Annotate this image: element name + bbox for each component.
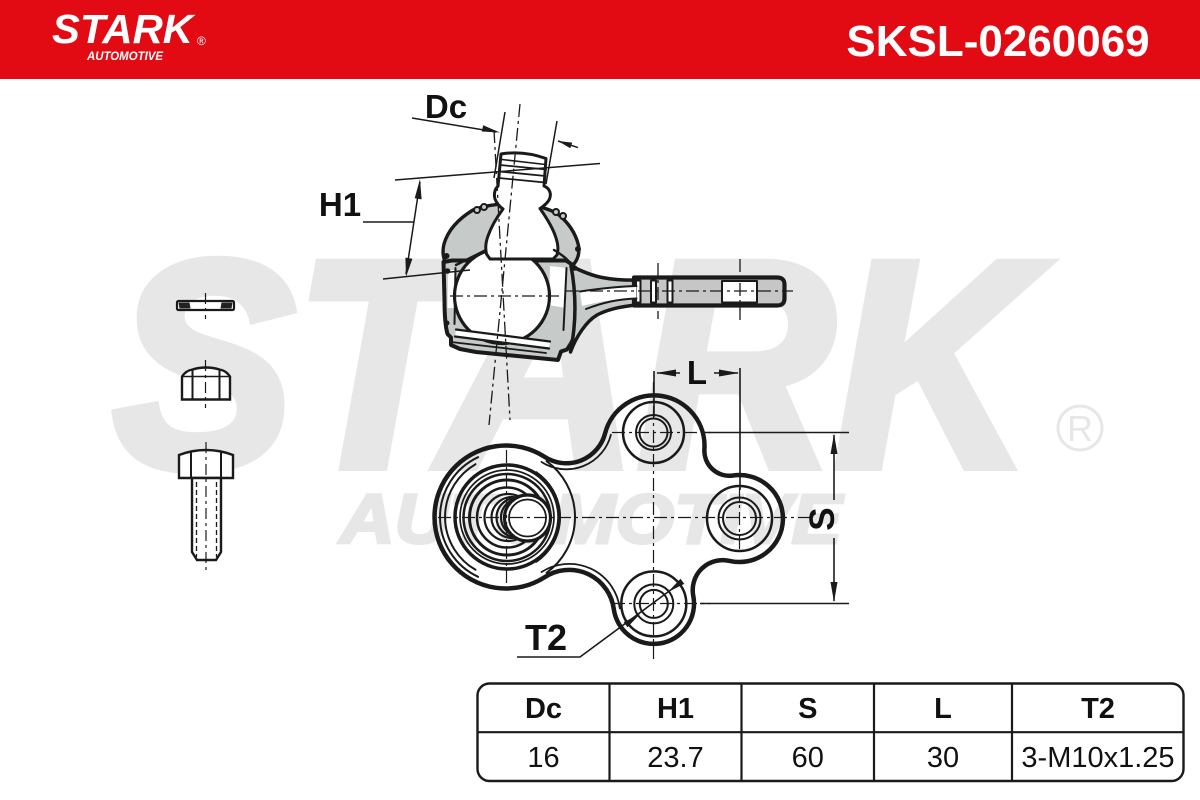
svg-text:3-M10x1.25: 3-M10x1.25 (1021, 742, 1174, 774)
svg-text:STARK: STARK (113, 201, 1051, 529)
svg-text:L: L (934, 693, 952, 725)
svg-text:AUTOMOTIVE: AUTOMOTIVE (338, 480, 845, 558)
svg-text:R: R (1067, 408, 1093, 449)
svg-text:16: 16 (527, 742, 559, 774)
svg-text:T2: T2 (525, 617, 567, 658)
svg-text:STARK: STARK (52, 6, 196, 52)
svg-text:T2: T2 (1081, 693, 1115, 725)
svg-text:S: S (803, 507, 842, 530)
svg-text:AUTOMOTIVE: AUTOMOTIVE (86, 51, 163, 63)
svg-text:23.7: 23.7 (647, 742, 703, 774)
svg-text:L: L (687, 354, 707, 391)
svg-text:S: S (798, 693, 817, 725)
svg-text:Dc: Dc (425, 88, 467, 125)
svg-text:®: ® (197, 34, 206, 48)
svg-text:SKSL-0260069: SKSL-0260069 (846, 17, 1149, 66)
svg-text:60: 60 (792, 742, 824, 774)
svg-text:30: 30 (927, 742, 959, 774)
svg-text:H1: H1 (319, 186, 361, 223)
svg-text:H1: H1 (657, 693, 694, 725)
svg-text:Dc: Dc (525, 693, 562, 725)
